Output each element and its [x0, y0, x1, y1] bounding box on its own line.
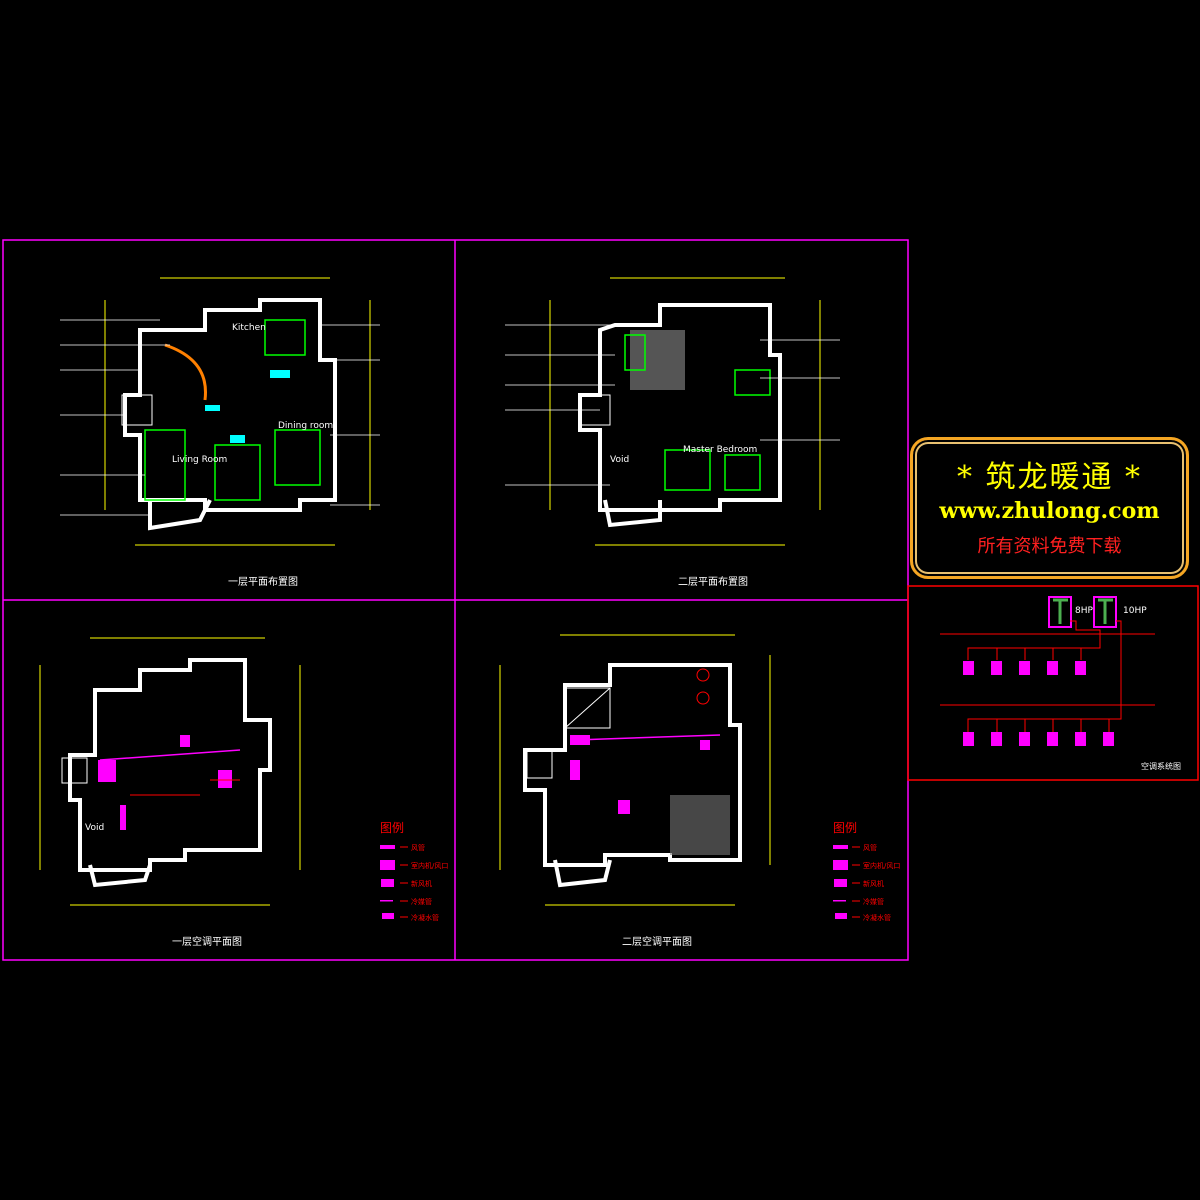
legend-item: 风管 — [411, 843, 425, 852]
legend-title: 图例 — [380, 821, 404, 835]
hvac-plan-1: Void 图例 风管 室内机/风口 新风机 冷媒管 冷凝水管 一层空调平面图 — [39, 637, 448, 948]
legend-item: 室内机/风口 — [863, 861, 900, 870]
svg-text:Dining room: Dining room — [278, 421, 333, 431]
floor-plan-1: Kitchen Living Room Dining room 一层平面布置图 — [60, 277, 380, 588]
system-frame — [907, 585, 1199, 781]
legend-item: 新风机 — [863, 879, 884, 888]
system-title: 空调系统图 — [1141, 761, 1181, 771]
legend-item: 冷媒管 — [411, 897, 432, 906]
watermark-box: * 筑龙暖通 * www.zhulong.com 所有资料免费下载 — [910, 437, 1189, 579]
watermark-url: www.zhulong.com — [939, 498, 1160, 524]
sheet-title: 一层空调平面图 — [172, 935, 242, 948]
legend-item: 冷凝水管 — [411, 913, 439, 922]
svg-text:Master Bedroom: Master Bedroom — [683, 445, 757, 455]
svg-text:Kitchen: Kitchen — [232, 323, 266, 333]
floor-plan-2: Void Master Bedroom 二层平面布置图 — [505, 277, 840, 588]
unit-label: 10HP — [1123, 606, 1147, 616]
watermark-brand: * 筑龙暖通 * — [956, 460, 1143, 495]
legend-item: 新风机 — [411, 879, 432, 888]
legend-item: 室内机/风口 — [411, 861, 448, 870]
legend-item: 风管 — [863, 843, 877, 852]
legend: 图例 风管 室内机/风口 新风机 冷媒管 冷凝水管 — [380, 821, 448, 922]
svg-text:Void: Void — [610, 455, 629, 465]
sheet-title: 一层平面布置图 — [228, 576, 298, 588]
legend-title: 图例 — [833, 821, 857, 835]
legend: 图例 风管 室内机/风口 新风机 冷媒管 冷凝水管 — [833, 821, 900, 922]
watermark-slogan: 所有资料免费下载 — [977, 536, 1122, 557]
svg-text:Living Room: Living Room — [172, 455, 227, 465]
legend-item: 冷媒管 — [863, 897, 884, 906]
svg-text:Void: Void — [85, 823, 104, 833]
unit-label: 8HP — [1075, 606, 1093, 616]
hvac-plan-2: 图例 风管 室内机/风口 新风机 冷媒管 冷凝水管 二层空调平面图 — [499, 634, 900, 948]
legend-item: 冷凝水管 — [863, 913, 891, 922]
system-diagram: 8HP 10HP 空调系统图 — [940, 596, 1181, 771]
sheet-title: 二层空调平面图 — [622, 935, 692, 948]
sheet-title: 二层平面布置图 — [678, 576, 748, 588]
